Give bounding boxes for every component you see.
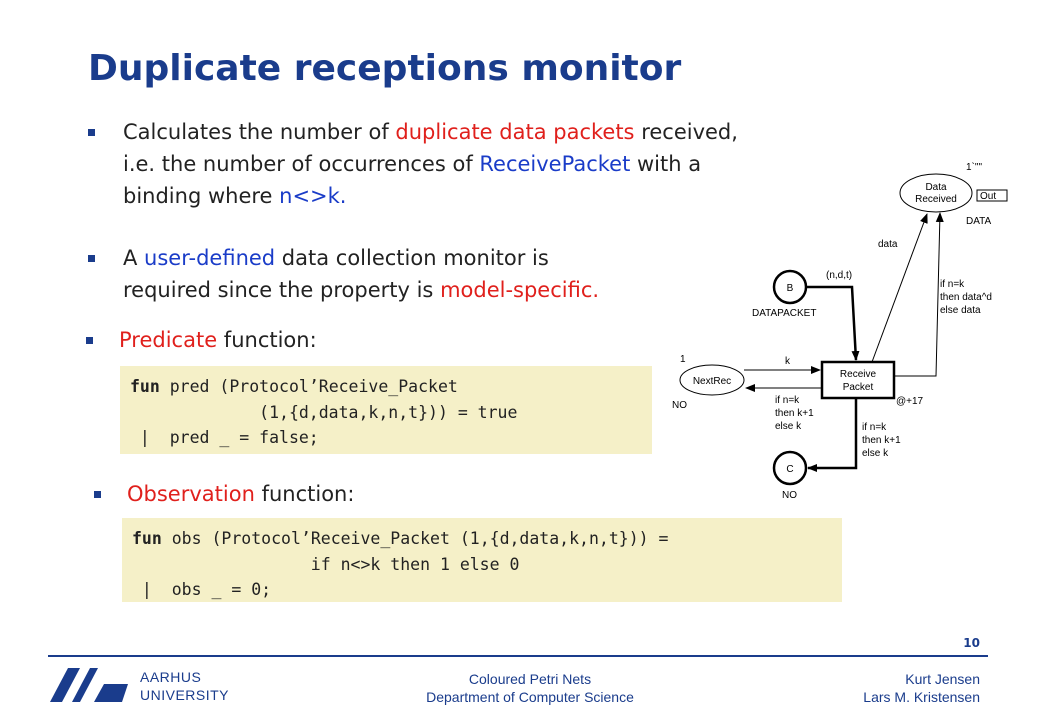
arc-if-data-label: else data: [940, 305, 981, 316]
place-c: [772, 450, 808, 486]
bullet-text: function:: [217, 328, 317, 352]
highlight-duplicate-packets: duplicate data packets: [395, 120, 635, 144]
no-type-label: NO: [672, 400, 687, 411]
nextrec-marking: 1: [680, 354, 686, 365]
highlight-binding: n<>k.: [279, 184, 347, 208]
arc-if-k-2-label: then k+1: [862, 435, 901, 446]
footer-center: Coloured Petri Nets Department of Comput…: [400, 670, 660, 706]
bullet-text: binding where: [123, 184, 280, 208]
highlight-observation: Observation: [127, 482, 255, 506]
place-data-received-label: Data: [925, 182, 947, 193]
data-received-marking: 1`"": [966, 161, 982, 173]
arc-data-label: data: [878, 239, 898, 250]
bullet-text: Calculates the number of: [123, 120, 396, 144]
arc-ndt: [806, 285, 860, 361]
place-nextrec-label: NextRec: [693, 376, 731, 387]
bullet-text: i.e. the number of occurrences of: [123, 152, 480, 176]
bullet-marker: [88, 255, 95, 262]
university-line: UNIVERSITY: [140, 687, 230, 703]
footer-author: Kurt Jensen: [905, 671, 980, 687]
bullet-text: required since the property is: [123, 278, 441, 302]
highlight-model-specific: model-specific.: [440, 278, 600, 302]
university-logo-icon: [50, 668, 128, 702]
footer-course: Coloured Petri Nets: [468, 671, 592, 687]
highlight-receivepacket: ReceivePacket: [479, 152, 631, 176]
place-nextrec: [679, 364, 745, 396]
bullet-marker: [86, 337, 93, 344]
arc-ndt-label: (n,d,t): [826, 270, 852, 281]
bullet-text: data collection monitor is: [275, 246, 549, 270]
arc-data: [871, 213, 928, 363]
place-b: [772, 269, 808, 305]
highlight-user-defined: user-defined: [144, 246, 276, 270]
page-number: 10: [963, 636, 980, 650]
data-type-label: DATA: [966, 216, 992, 227]
place-b-label: B: [787, 283, 794, 294]
arc-if-data: [894, 212, 944, 377]
highlight-predicate: Predicate: [119, 328, 218, 352]
transition-label: Receive: [840, 369, 877, 380]
code-line: obs (Protocol’Receive_Packet (1,{d,data,…: [161, 529, 669, 548]
arc-if-k-2-label: if n=k: [862, 422, 887, 433]
code-line: (1,{d,data,k,n,t})) = true: [130, 402, 518, 422]
bullet-text: received,: [634, 120, 738, 144]
arc-if-data-label: if n=k: [940, 279, 965, 290]
no-type-label: NO: [782, 490, 797, 501]
arc-if-k-1-label: then k+1: [775, 408, 814, 419]
university-name: AARHUS UNIVERSITY: [140, 668, 229, 704]
slide-title: Duplicate receptions monitor: [88, 48, 682, 89]
arc-if-k-1-label: if n=k: [775, 395, 800, 406]
datapacket-type-label: DATAPACKET: [752, 308, 816, 319]
place-data-received-label: Received: [915, 194, 957, 205]
arc-if-data-label: then data^d: [940, 292, 992, 303]
code-keyword: fun: [132, 529, 162, 548]
place-data-received: [899, 173, 973, 213]
out-port-tag: [976, 189, 1008, 202]
arc-if-k-2: [807, 398, 858, 472]
code-line: if n<>k then 1 else 0: [132, 554, 520, 574]
code-predicate-function: fun pred (Protocol’Receive_Packet (1,{d,…: [120, 366, 652, 454]
code-observation-function: fun obs (Protocol’Receive_Packet (1,{d,d…: [122, 518, 842, 602]
transition-delay: @+17: [896, 396, 924, 407]
arc-if-k-1-label: else k: [775, 421, 802, 432]
bullet-marker: [94, 491, 101, 498]
bullet-marker: [88, 129, 95, 136]
arc-k-label: k: [785, 356, 791, 367]
footer-authors: Kurt Jensen Lars M. Kristensen: [863, 670, 980, 706]
university-line: AARHUS: [140, 669, 202, 685]
footer-department: Department of Computer Science: [426, 689, 634, 705]
code-line: | pred _ = false;: [130, 428, 319, 447]
footer-divider: [48, 655, 988, 657]
place-c-label: C: [786, 464, 793, 475]
bullet-text: with a: [630, 152, 702, 176]
out-port-label: Out: [980, 191, 996, 202]
transition-label: Packet: [843, 382, 874, 393]
code-keyword: fun: [130, 377, 160, 396]
code-line: pred (Protocol’Receive_Packet: [159, 377, 458, 396]
code-line: | obs _ = 0;: [132, 580, 272, 599]
transition-receive-packet: [820, 360, 896, 400]
footer-author: Lars M. Kristensen: [863, 689, 980, 705]
arc-if-k-2-label: else k: [862, 448, 889, 459]
bullet-text: A: [123, 246, 145, 270]
bullet-text: function:: [254, 482, 355, 506]
